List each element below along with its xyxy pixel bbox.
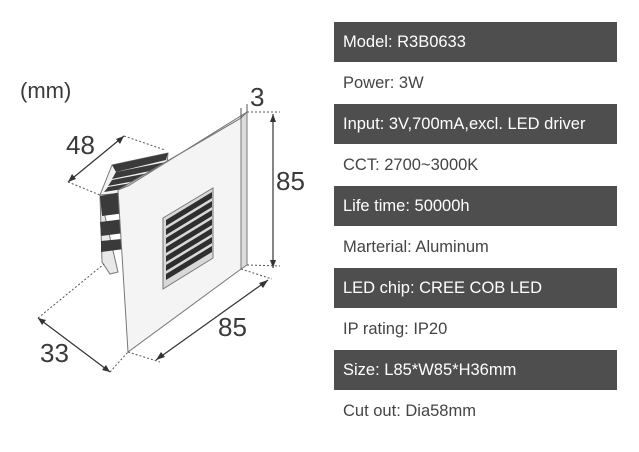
spec-row-led-chip: LED chip: CREE COB LED xyxy=(334,268,617,308)
thickness-dimension: 3 xyxy=(250,82,265,112)
spec-row-life-time: Life time: 50000h xyxy=(334,186,617,226)
spec-row-cut-out: Cut out: Dia58mm xyxy=(334,391,617,431)
spec-row-power: Power: 3W xyxy=(334,63,617,103)
unit-label: (mm) xyxy=(20,78,72,103)
step-light-line-drawing xyxy=(37,104,281,373)
depth-dimension: 33 xyxy=(40,338,69,368)
spec-row-input: Input: 3V,700mA,excl. LED driver xyxy=(334,104,617,144)
spec-row-material: Marterial: Aluminum xyxy=(334,227,617,267)
spec-row-size: Size: L85*W85*H36mm xyxy=(334,350,617,390)
spec-row-ip-rating: IP rating: IP20 xyxy=(334,309,617,349)
spec-row-cct: CCT: 2700~3000K xyxy=(334,145,617,185)
body-width-dimension: 48 xyxy=(66,130,95,160)
width-dimension: 85 xyxy=(218,312,247,342)
spec-row-model: Model: R3B0633 xyxy=(334,22,617,62)
product-dimension-drawing: (mm) 3 85 48 85 33 xyxy=(20,78,305,373)
spec-table: Model: R3B0633 Power: 3W Input: 3V,700mA… xyxy=(334,22,617,432)
height-dimension: 85 xyxy=(276,166,305,196)
